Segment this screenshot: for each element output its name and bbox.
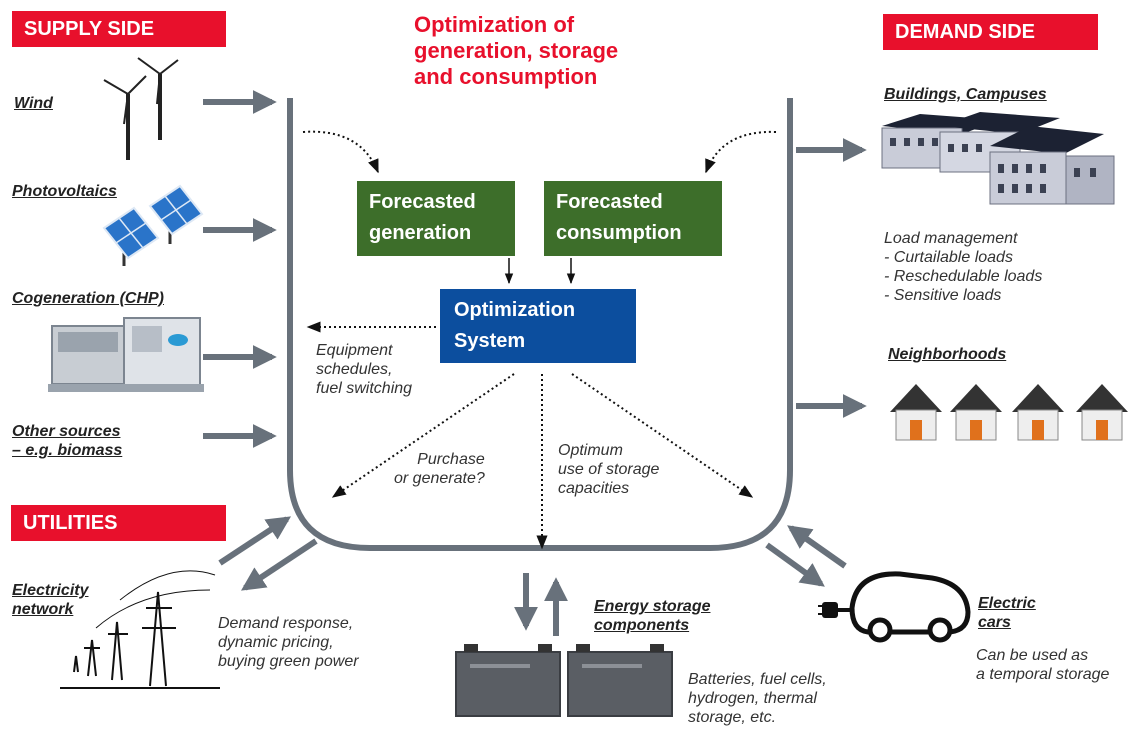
equipment-schedules-line-1: Equipment: [316, 342, 393, 359]
energy-storage-line-1: Energy storage: [594, 598, 711, 615]
supply-side-banner: SUPPLY SIDE: [12, 11, 226, 47]
energy-storage-line-2: components: [594, 617, 690, 634]
chp-label: Cogeneration (CHP): [12, 290, 164, 307]
diagram-title: Optimization of generation, storage and …: [414, 12, 618, 90]
optimization-system-box: Optimization System: [440, 289, 636, 363]
forecasted-generation-box: Forecasted generation: [357, 181, 515, 256]
chp-machine-icon: [48, 317, 204, 392]
forecasted-consumption-box: Forecasted consumption: [544, 181, 722, 256]
storage-arrows: [514, 573, 568, 636]
utilities-banner: UTILITIES: [11, 505, 226, 541]
equipment-schedules-note: Equipment schedules, fuel switching: [316, 341, 412, 398]
demand-response-line-1: Demand response,: [218, 615, 354, 632]
house-1: [890, 384, 942, 441]
load-management-line-3: - Reschedulable loads: [884, 268, 1043, 285]
forecasted-consumption-line-1: Forecasted: [556, 191, 663, 213]
utility-in-arrow: [218, 516, 292, 566]
battery-icon: [455, 644, 673, 717]
optimization-system-line-2: System: [454, 330, 526, 352]
house-2: [950, 384, 1002, 441]
equipment-schedules-line-2: schedules,: [316, 361, 393, 378]
demand-response-line-3: buying green power: [218, 653, 359, 670]
electric-cars-note-line-1: Can be used as: [976, 647, 1089, 664]
purchase-arrow: [331, 373, 515, 498]
purchase-or-generate-line-1: Purchase: [417, 451, 485, 468]
optimum-storage-line-2: use of storage: [558, 461, 660, 478]
purchase-or-generate-line-2: or generate?: [394, 470, 485, 487]
load-management-line-1: Load management: [884, 230, 1018, 247]
title-line-1: Optimization of: [414, 12, 575, 37]
title-line-3: and consumption: [414, 64, 598, 89]
cons-forecast-arrow: [705, 130, 777, 174]
solar-panel-icon: [102, 184, 204, 266]
cars-in-arrow: [787, 525, 847, 569]
storage-description-line-3: storage, etc.: [688, 709, 777, 726]
forecasted-generation-line-2: generation: [369, 222, 472, 244]
dotted-arrows: [302, 130, 777, 550]
storage-description-line-1: Batteries, fuel cells,: [688, 671, 827, 688]
electric-cars-line-1: Electric: [978, 595, 1036, 612]
gen-forecast-arrow: [302, 130, 379, 174]
buildings-icon: [881, 112, 1115, 205]
other-sources-label: Other sources – e.g. biomass: [12, 422, 122, 460]
demand-arrows: [796, 138, 867, 418]
optimum-storage-line-1: Optimum: [558, 442, 623, 459]
storage-description: Batteries, fuel cells, hydrogen, thermal…: [688, 670, 827, 727]
optimization-system-line-1: Optimization: [454, 299, 576, 321]
electric-cars-note-line-2: a temporal storage: [976, 666, 1110, 683]
forecasted-consumption-line-2: consumption: [556, 222, 682, 244]
load-management-note: Load management - Curtailable loads - Re…: [884, 229, 1042, 305]
load-management-line-2: - Curtailable loads: [884, 249, 1013, 266]
utilities-label: UTILITIES: [23, 512, 118, 534]
electric-car-icon: [818, 571, 971, 643]
cars-arrows: [765, 525, 847, 587]
solid-small-arrows: [504, 258, 576, 285]
energy-storage-label: Energy storage components: [594, 597, 710, 635]
house-3: [1012, 384, 1064, 441]
forecasted-generation-line-1: Forecasted: [369, 191, 476, 213]
electric-cars-label: Electric cars: [978, 594, 1036, 632]
purchase-or-generate-note: Purchase or generate?: [394, 450, 485, 488]
electricity-network-line-1: Electricity: [12, 582, 89, 599]
neighborhoods-label: Neighborhoods: [888, 346, 1007, 363]
houses-icon: [890, 384, 1128, 441]
utility-out-arrow: [240, 538, 318, 591]
buildings-campuses-label: Buildings, Campuses: [884, 86, 1047, 103]
optimum-storage-line-3: capacities: [558, 480, 630, 497]
demand-response-note: Demand response, dynamic pricing, buying…: [218, 614, 359, 671]
demand-response-line-2: dynamic pricing,: [218, 634, 334, 651]
electric-cars-line-2: cars: [978, 614, 1011, 631]
house-4: [1076, 384, 1128, 441]
supply-side-label: SUPPLY SIDE: [24, 18, 155, 40]
electricity-network-line-2: network: [12, 601, 74, 618]
title-line-2: generation, storage: [414, 38, 619, 63]
demand-opt-arrow: [571, 373, 754, 498]
equipment-schedules-line-3: fuel switching: [316, 380, 413, 397]
storage-description-line-2: hydrogen, thermal: [688, 690, 817, 707]
supply-arrows: [203, 90, 277, 448]
other-sources-line-1: Other sources: [12, 423, 121, 440]
load-management-line-4: - Sensitive loads: [884, 287, 1002, 304]
electric-cars-note: Can be used as a temporal storage: [976, 646, 1109, 684]
utilities-arrows: [218, 516, 318, 591]
transmission-tower-icon: [60, 570, 220, 689]
other-sources-line-2: – e.g. biomass: [12, 442, 123, 459]
demand-side-banner: DEMAND SIDE: [883, 14, 1098, 50]
wind-turbine-icon: [103, 57, 179, 160]
optimum-storage-note: Optimum use of storage capacities: [558, 441, 659, 498]
wind-label: Wind: [14, 95, 53, 112]
photovoltaics-label: Photovoltaics: [12, 183, 117, 200]
electricity-network-label: Electricity network: [12, 581, 88, 619]
cars-out-arrow: [765, 542, 825, 587]
demand-side-label: DEMAND SIDE: [895, 21, 1036, 43]
